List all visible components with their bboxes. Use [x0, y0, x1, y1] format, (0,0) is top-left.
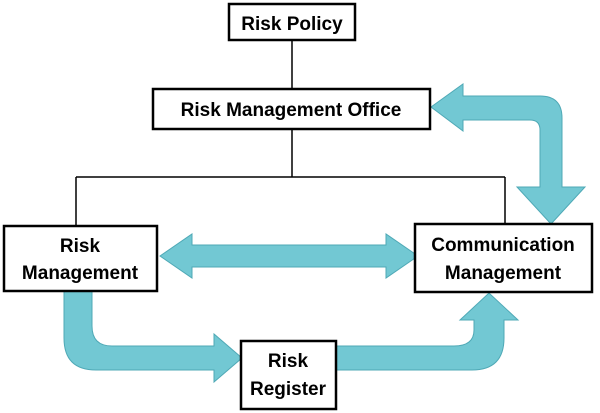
node-risk-register-label-line2: Register	[250, 379, 327, 400]
node-risk-policy-label: Risk Policy	[241, 14, 343, 35]
node-risk-register-label-line1: Risk	[268, 351, 309, 372]
bent-arrow-office-cm	[430, 83, 587, 225]
node-risk-register: Risk Register	[239, 339, 338, 411]
node-risk-management-label-line1: Risk	[60, 236, 101, 257]
node-risk-management-label-line2: Management	[22, 263, 139, 284]
node-risk-management-office: Risk Management Office	[151, 87, 432, 131]
double-arrow-rm-cm	[159, 233, 419, 279]
node-risk-management-office-label: Risk Management Office	[181, 100, 402, 121]
node-communication-management-label-line2: Management	[445, 263, 562, 284]
node-communication-management: Communication Management	[413, 222, 594, 294]
node-risk-policy: Risk Policy	[227, 2, 357, 42]
node-communication-management-label-line1: Communication	[431, 235, 575, 256]
curved-arrow-register-to-cm	[334, 292, 520, 371]
node-risk-management: Risk Management	[2, 224, 159, 293]
curved-arrow-rm-to-register	[63, 290, 243, 384]
